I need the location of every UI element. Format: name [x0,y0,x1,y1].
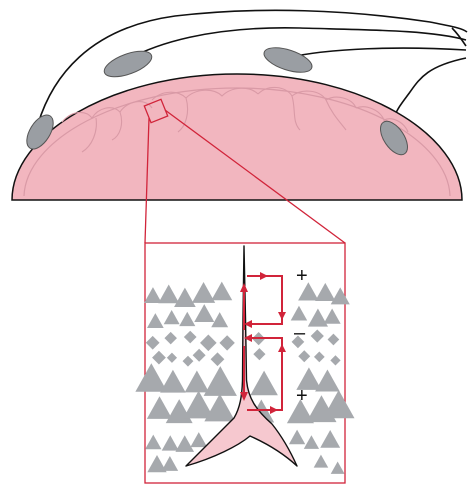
glia-cell [314,351,325,362]
glia-cell [162,435,179,450]
polarity-bottom-label: + [296,385,308,407]
glia-cell [211,312,228,327]
glia-cell [158,285,179,304]
glia-cell [146,336,160,350]
glia-cell [135,363,167,392]
glia-cell [291,306,307,321]
glia-cell [298,350,310,362]
glia-cell [315,369,340,391]
glia-cell [330,355,340,365]
glia-cell [145,435,161,450]
arrowhead-lower-right [270,406,278,414]
glia-cell [144,287,162,303]
glia-cell [328,334,340,346]
electrode-upper-left-icon [101,46,155,82]
glia-cell [219,335,234,350]
glia-cell [211,352,225,366]
glia-cell [320,430,340,448]
glia-cell [308,309,328,327]
glia-cell [190,432,207,447]
glia-cell [164,332,177,345]
glia-cell [152,351,166,365]
glia-cell [185,370,209,392]
arrowhead-upper-down [278,312,286,320]
glia-cell [183,356,194,367]
glia-cell [331,462,345,474]
glia-cell [331,287,350,304]
glia-cell [162,456,179,471]
glia-cell [250,371,278,396]
glia-cell [315,283,335,301]
glia-cell [184,331,197,344]
glia-cell [204,366,237,396]
polarity-middle-label: – [294,322,306,344]
glia-cell [164,310,180,324]
glia-cell [324,309,341,324]
glia-cell [323,390,355,418]
glia-cell [200,335,217,352]
arrowhead-lower-up [278,344,286,352]
glia-cell [174,288,196,307]
upper-loop [247,276,282,324]
glia-cell [193,349,206,362]
glia-cell [211,282,232,301]
glia-cell [175,435,194,452]
glia-cell [314,455,329,468]
glia-cell [289,430,305,445]
glia-cell [194,304,214,322]
polarity-top-label: + [296,265,308,287]
arrowhead-upper-right [260,272,268,280]
glia-cell [179,312,195,326]
arrowhead-dendrite-up [240,283,248,292]
glia-cell [304,435,319,449]
glia-cell [253,348,265,360]
glia-cell [167,353,177,363]
glia-cell [204,394,235,422]
glia-cell [160,370,186,393]
glia-cell [147,396,172,419]
glia-cell [311,329,324,342]
lead-wire-upper-right [286,48,466,58]
electrode-upper-right-icon [261,43,315,77]
zoom-panel: + – + [135,246,354,474]
glia-cell [147,313,164,328]
